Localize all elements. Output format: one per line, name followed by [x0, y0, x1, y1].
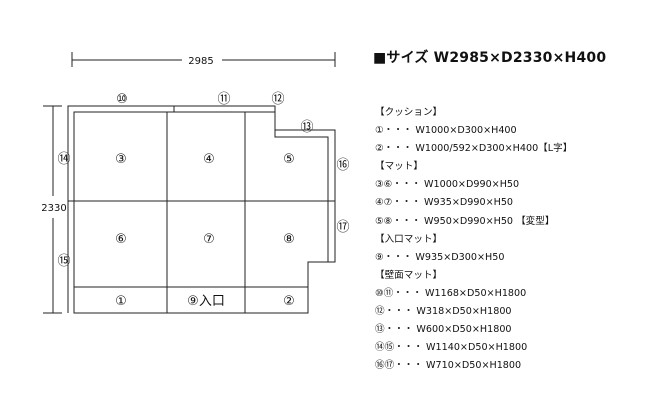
width-dimension-label: 2985: [188, 56, 213, 67]
mat-outline: [73, 111, 329, 314]
mat-4: ④: [203, 152, 215, 167]
spec-heading-wall-mat: 【壁面マット】: [375, 269, 443, 281]
spec-line: ⑤⑧・・・ W950×D990×H50 【変型】: [375, 215, 555, 227]
depth-dimension-label: 2330: [41, 203, 66, 214]
wall-15: ⑮: [57, 254, 70, 269]
mat-3: ③: [115, 152, 127, 167]
spec-line: ③⑥・・・ W1000×D990×H50: [375, 179, 520, 191]
spec-heading-cushion: 【クッション】: [375, 107, 443, 118]
spec-line: ⑩⑪・・・ W1168×D50×H1800: [375, 287, 527, 299]
mat-5: ⑤: [283, 152, 295, 167]
spec-list: 【クッション】 ①・・・ W1000×D300×H400 ②・・・ W1000/…: [375, 104, 572, 375]
wall-10: ⑩: [116, 92, 128, 107]
spec-line: ⑭⑮・・・ W1140×D50×H1800: [375, 342, 528, 354]
spec-line: ②・・・ W1000/592×D300×H400【L字】: [375, 143, 573, 155]
spec-line: ⑯⑰・・・ W710×D50×H1800: [375, 360, 522, 372]
cushion-2: ②: [283, 294, 295, 309]
wall-11: ⑪: [217, 92, 230, 107]
spec-line: ④⑦・・・ W935×D990×H50: [375, 197, 514, 209]
size-title: ■サイズ W2985×D2330×H400: [373, 50, 607, 66]
spec-heading-mat: 【マット】: [375, 161, 423, 173]
spec-line: ⑬・・・ W600×D50×H1800: [375, 324, 512, 336]
mat-8: ⑧: [283, 232, 295, 247]
spec-heading-entrance-mat: 【入口マット】: [375, 233, 443, 245]
mat-6: ⑥: [115, 232, 127, 247]
mat-grid: [74, 112, 328, 313]
wall-17: ⑰: [336, 220, 349, 235]
wall-12: ⑫: [271, 92, 284, 107]
wall-13: ⑬: [300, 120, 313, 135]
depth-dimension: [43, 105, 62, 314]
spec-line: ⑫・・・ W318×D50×H1800: [375, 306, 512, 318]
cushion-1: ①: [115, 294, 127, 309]
wall-14: ⑭: [57, 152, 70, 167]
wall-16: ⑯: [336, 158, 349, 173]
mat-7: ⑦: [203, 232, 215, 247]
width-dimension: [71, 52, 336, 67]
entrance-mat-9: ⑨入口: [187, 294, 225, 309]
spec-line: ⑨・・・ W935×D300×H50: [375, 251, 505, 263]
spec-line: ①・・・ W1000×D300×H400: [375, 125, 517, 137]
